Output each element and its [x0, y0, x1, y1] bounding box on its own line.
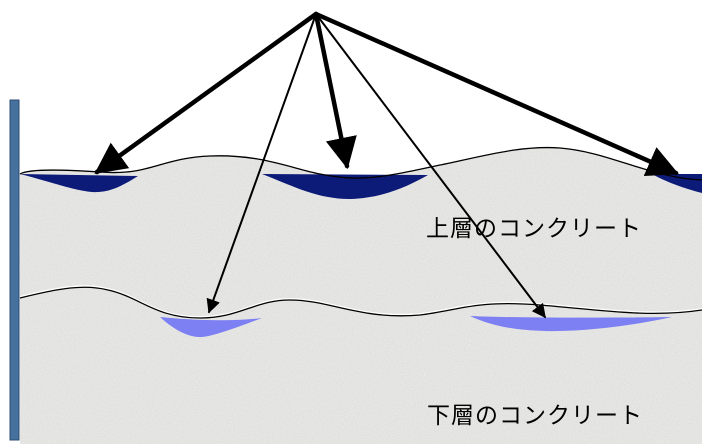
lower-water-pocket-right — [470, 316, 672, 332]
arrow-to-upper-right-puddle — [313, 11, 679, 176]
diagram-caption — [0, 0, 702, 12]
upper-water-puddle-left — [20, 174, 138, 193]
upper-layer-label: 上層のコンクリート — [426, 216, 642, 242]
lower-layer-surface-line — [19, 286, 702, 319]
lower-layer-label: 下層のコンクリート — [427, 403, 643, 429]
formwork-wall — [9, 99, 20, 441]
arrow-to-upper-left-puddle — [94, 11, 319, 175]
lower-water-pocket-left — [160, 317, 262, 338]
arrow-to-upper-center-puddle — [313, 11, 357, 170]
upper-concrete-layer — [20, 147, 702, 316]
arrow-to-lower-right-pocket — [315, 13, 546, 319]
arrow-to-lower-left-pocket — [206, 13, 317, 314]
upper-water-puddle-center — [262, 174, 428, 199]
water-flow-arrows — [94, 11, 679, 319]
